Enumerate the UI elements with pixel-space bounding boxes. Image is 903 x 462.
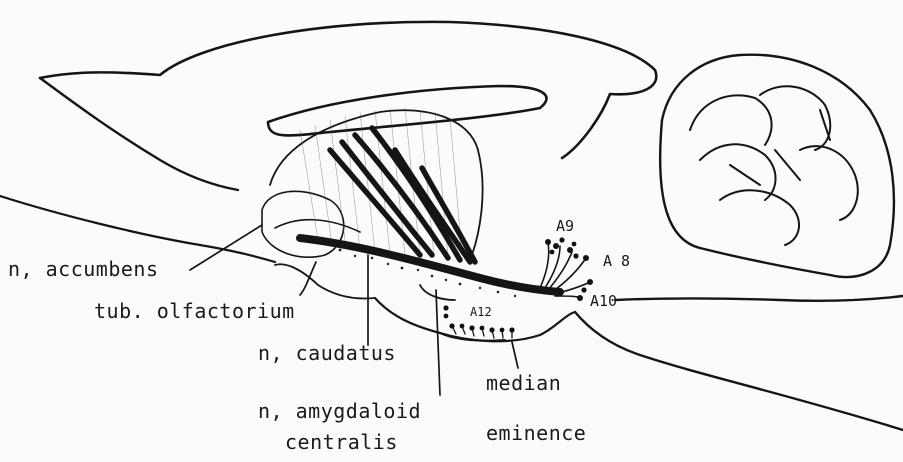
- brainstem-ventral: [575, 312, 903, 430]
- label-median: median: [486, 371, 561, 395]
- nigrostriatal-fibres: [330, 128, 475, 262]
- label-a10: A10: [590, 292, 617, 310]
- tract-stipple: [339, 249, 517, 298]
- median-eminence-notch: [440, 333, 505, 341]
- main-fibre-tract: [300, 238, 560, 292]
- amygdala-region: [420, 285, 455, 300]
- label-n-accumbens: n, accumbens: [8, 257, 159, 281]
- striatum-inner-curve: [275, 220, 360, 232]
- brainstem-dorsal: [615, 296, 903, 301]
- label-a9: A9: [556, 217, 574, 235]
- label-n-caudatus: n, caudatus: [258, 341, 396, 365]
- label-centralis: centralis: [285, 430, 398, 454]
- ventral-forebrain: [0, 196, 275, 262]
- nucleus-accumbens-outline: [262, 191, 344, 257]
- label-a12: A12: [470, 305, 492, 319]
- cerebellum-foliation: [690, 86, 858, 245]
- cortex-lower-edge: [40, 78, 238, 190]
- cortex-outline: [40, 22, 656, 158]
- label-a8: A 8: [603, 252, 630, 270]
- olfactory-tubercle: [275, 264, 375, 298]
- label-tub-olfactorium: tub. olfactorium: [94, 299, 295, 323]
- label-eminence: eminence: [486, 421, 586, 445]
- label-n-amygdaloid: n, amygdaloid: [258, 399, 421, 423]
